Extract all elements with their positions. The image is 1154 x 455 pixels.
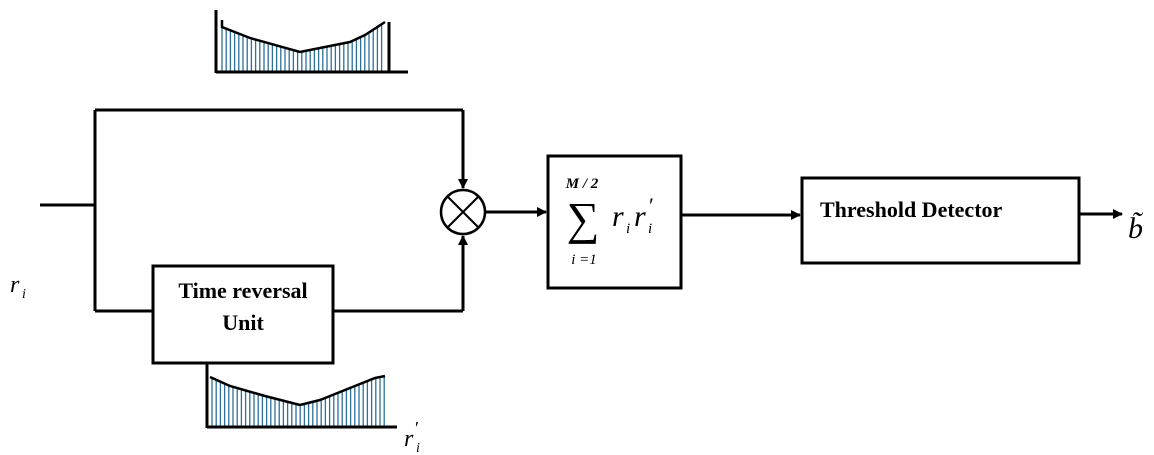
time-reversal-unit-block: Time reversal Unit [151, 264, 335, 365]
reversed-label-prime: ′ [415, 418, 419, 438]
summation-block: M / 2 ∑ i =1 r i r ′ i [546, 154, 683, 290]
sum-lower-limit: i =1 [571, 252, 597, 268]
sum-term-prime: ′ [649, 193, 654, 218]
reversed-label-r: r [404, 426, 414, 452]
threshold-detector-label: Threshold Detector [820, 197, 1003, 222]
threshold-detector-block: Threshold Detector [800, 176, 1081, 265]
sum-term-sub2: i [648, 221, 652, 237]
increasing-waveform-icon [214, 10, 408, 74]
input-label-r: r [10, 272, 20, 298]
sum-term-r2: r [634, 200, 646, 233]
time-reversal-label-line2: Unit [222, 310, 264, 335]
circle-times-icon [439, 188, 487, 236]
sum-term-r1: r [612, 200, 624, 233]
reversed-label-sub: i [416, 441, 420, 455]
time-reversal-label-line1: Time reversal [178, 278, 307, 303]
input-label-sub: i [22, 287, 26, 302]
input-signal-lines [40, 108, 468, 313]
sum-term-sub1: i [626, 221, 630, 237]
reversed-signal-lines [333, 235, 468, 313]
sigma-symbol: ∑ [567, 193, 600, 244]
decreasing-waveform-icon [205, 363, 397, 429]
output-symbol: b̃ [1128, 212, 1143, 245]
sum-upper-limit: M / 2 [565, 176, 599, 192]
